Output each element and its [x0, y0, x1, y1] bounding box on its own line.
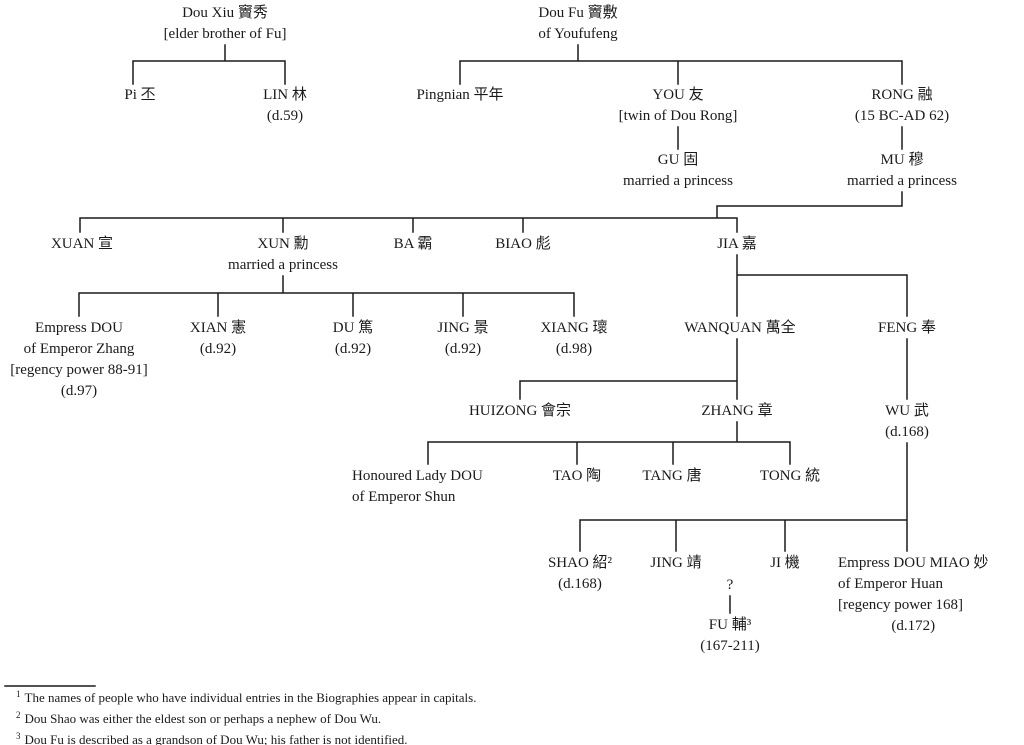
node-wu: WU 武 (d.168)	[885, 403, 929, 440]
node-xian: XIAN 憲 (d.92)	[189, 320, 247, 357]
node-unknown-parent: ?	[726, 577, 734, 593]
node-shao: SHAO 紹² (d.168)	[547, 555, 613, 592]
footnote-1-text: The names of people who have individual …	[24, 690, 477, 705]
node-tang: TANG 唐	[642, 468, 702, 484]
node-empress-dou-miao: Empress DOU MIAO 妙 of Emperor Huan [rege…	[838, 555, 989, 634]
node-jing-younger: JING 靖	[650, 555, 702, 571]
connector-mu-children	[79, 191, 903, 233]
node-ji: JI 機	[770, 555, 800, 571]
node-dou-fu: Dou Fu 竇敷 of Youfufeng	[538, 5, 618, 42]
node-you: YOU 友 [twin of Dou Rong]	[618, 87, 738, 124]
node-pingnian: Pingnian 平年	[416, 87, 504, 103]
node-biao: BIAO 彪	[495, 236, 551, 252]
connector-doufu-children	[459, 44, 903, 85]
node-jing-elder: JING 景 (d.92)	[437, 320, 489, 357]
node-ba: BA 霸	[393, 236, 433, 252]
connector-zhang-children	[427, 421, 791, 465]
node-tong: TONG 統	[759, 468, 821, 484]
node-rong: RONG 融 (15 BC-AD 62)	[854, 87, 950, 124]
node-xuan: XUAN 宣	[50, 236, 114, 252]
connector-xun-children	[78, 275, 575, 317]
node-lin: LIN 林 (d.59)	[263, 87, 307, 124]
node-xiang: XIANG 瓌 (d.98)	[540, 320, 608, 357]
node-jia: JIA 嘉	[717, 236, 757, 252]
node-xun: XUN 勳 married a princess	[228, 236, 338, 273]
node-du: DU 篤 (d.92)	[332, 320, 374, 357]
connector-wanquan-children	[519, 338, 738, 400]
node-zhang: ZHANG 章	[701, 403, 773, 419]
connector-wu-children	[579, 442, 908, 552]
connector-jia-children	[736, 254, 908, 317]
footnote-2-text: Dou Shao was either the eldest son or pe…	[24, 711, 382, 726]
node-wanquan: WANQUAN 萬全	[684, 320, 796, 336]
footnote-2-number: 2	[16, 709, 21, 720]
node-huizong: HUIZONG 會宗	[468, 403, 572, 419]
node-dou-xiu: Dou Xiu 竇秀 [elder brother of Fu]	[163, 5, 287, 42]
node-tao: TAO 陶	[552, 468, 602, 484]
node-fu: FU 輔³ (167-211)	[700, 617, 760, 654]
connector-douxiu-children	[132, 44, 286, 85]
node-honoured-lady-dou: Honoured Lady DOU of Emperor Shun	[352, 468, 483, 505]
footnote-3-text: Dou Fu is described as a grandson of Dou…	[24, 732, 408, 745]
node-feng: FENG 奉	[878, 320, 936, 336]
node-empress-dou: Empress DOU of Emperor Zhang [regency po…	[10, 320, 148, 399]
footnote-3-number: 3	[16, 730, 21, 741]
node-gu: GU 固 married a princess	[623, 152, 733, 189]
node-pi: Pi 丕	[124, 87, 156, 103]
footnote-1-number: 1	[16, 688, 21, 699]
node-mu: MU 穆 married a princess	[847, 152, 957, 189]
